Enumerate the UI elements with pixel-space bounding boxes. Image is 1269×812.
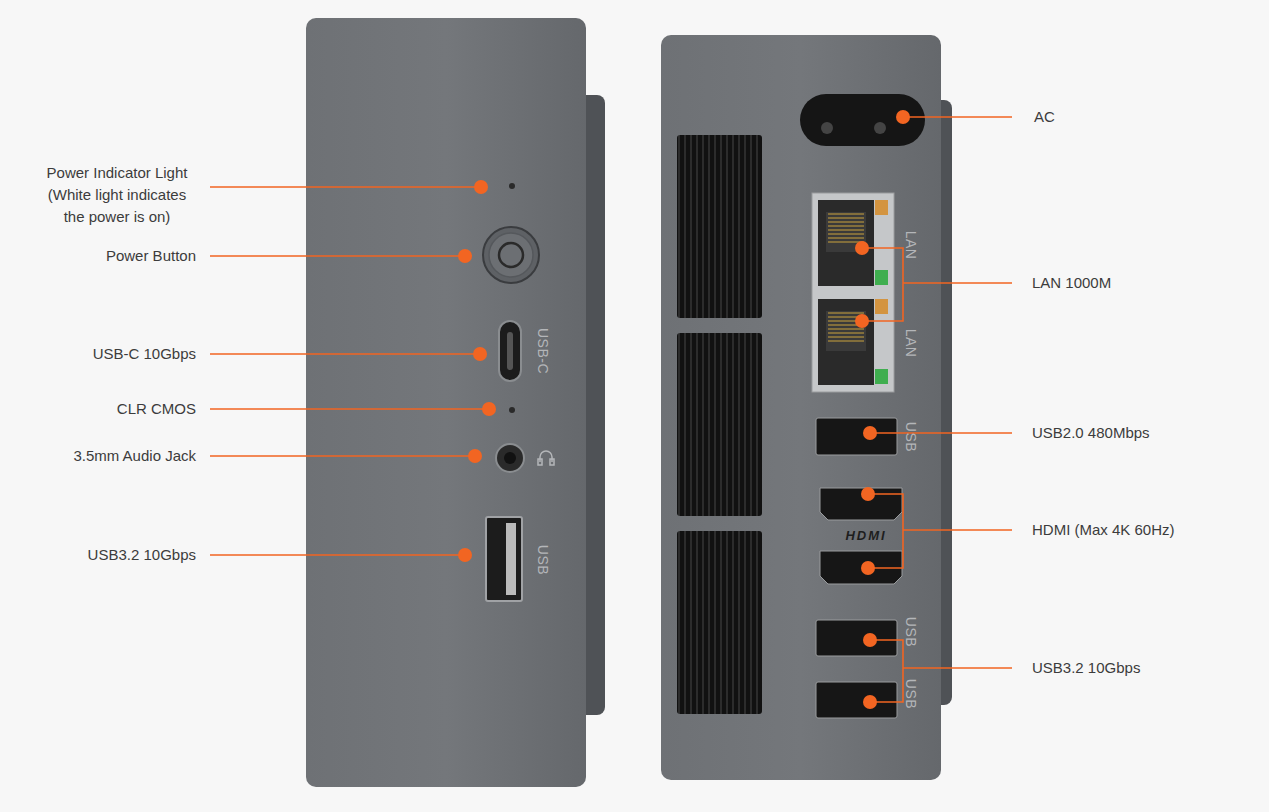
callout-label: Power Button bbox=[106, 246, 196, 266]
usb-c-port bbox=[499, 321, 521, 381]
port-marking: USB-C bbox=[533, 328, 553, 374]
leader-lines bbox=[210, 117, 1012, 702]
front-panel bbox=[306, 18, 586, 787]
port-marking: USB bbox=[901, 422, 921, 452]
callout-label: 3.5mm Audio Jack bbox=[73, 446, 196, 466]
audio-hole bbox=[504, 452, 516, 464]
indicator-light bbox=[509, 183, 515, 189]
ac-pin bbox=[821, 122, 833, 134]
port-marking: LAN bbox=[901, 329, 921, 358]
lan-port bbox=[818, 299, 888, 385]
callout-dots bbox=[458, 110, 910, 709]
ac-socket bbox=[800, 94, 925, 146]
lan-port bbox=[818, 200, 888, 286]
power-button bbox=[483, 227, 539, 283]
vent bbox=[677, 135, 762, 318]
callout-label: USB3.2 10Gbps bbox=[88, 545, 196, 565]
button-face bbox=[489, 233, 533, 277]
usb-a-port bbox=[486, 517, 522, 601]
vent bbox=[677, 531, 762, 714]
callout-label: AC bbox=[1034, 107, 1055, 127]
headphone-icon bbox=[538, 451, 554, 465]
callout-label: Power Indicator Light (White light indic… bbox=[36, 162, 198, 228]
lan-block bbox=[812, 193, 894, 392]
usb-tongue bbox=[506, 523, 516, 595]
port-marking: USB bbox=[533, 545, 553, 575]
callout-label: CLR CMOS bbox=[117, 399, 196, 419]
button-ring bbox=[499, 243, 523, 267]
hdmi-logo: HDMI bbox=[845, 526, 886, 546]
port-marking: USB bbox=[901, 679, 921, 709]
callout-label: USB2.0 480Mbps bbox=[1032, 423, 1150, 443]
audio-jack bbox=[496, 444, 524, 472]
rear-panel bbox=[661, 35, 941, 780]
callout-label: HDMI (Max 4K 60Hz) bbox=[1032, 520, 1175, 540]
usb2-port bbox=[816, 418, 897, 455]
hdmi-port bbox=[820, 488, 902, 520]
usb3-port bbox=[816, 620, 897, 656]
vent bbox=[677, 333, 762, 516]
callout-label: USB3.2 10Gbps bbox=[1032, 658, 1140, 678]
usb-c-tongue bbox=[507, 332, 513, 370]
port-marking: LAN bbox=[901, 231, 921, 260]
port-marking: USB bbox=[901, 617, 921, 647]
callout-label: USB-C 10Gbps bbox=[93, 344, 196, 364]
ac-pin bbox=[874, 122, 886, 134]
clr-cmos-hole bbox=[509, 407, 515, 413]
usb3-port bbox=[816, 682, 897, 718]
callout-label: LAN 1000M bbox=[1032, 273, 1111, 293]
